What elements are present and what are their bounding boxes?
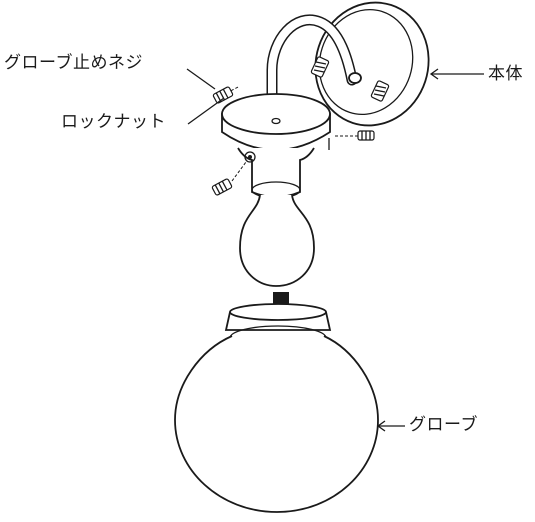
leader-lines xyxy=(186,68,484,432)
label-lock-nut: ロックナット xyxy=(61,112,166,132)
label-globe: グローブ xyxy=(409,415,478,435)
socket xyxy=(237,147,315,199)
wall-screw-right xyxy=(370,80,390,102)
label-globe-screw: グローブ止めネジ xyxy=(4,53,143,73)
globe-screw-upper xyxy=(212,86,239,104)
label-body: 本体 xyxy=(488,64,523,84)
globe-screw-right xyxy=(335,130,375,141)
curved-arm xyxy=(266,14,362,128)
globe-screw-lower xyxy=(211,161,247,196)
globe-shade xyxy=(174,303,379,513)
bulb xyxy=(239,194,315,287)
wall-screw-left xyxy=(310,56,330,78)
wall-plate xyxy=(310,1,430,127)
holder-canopy xyxy=(221,93,331,151)
